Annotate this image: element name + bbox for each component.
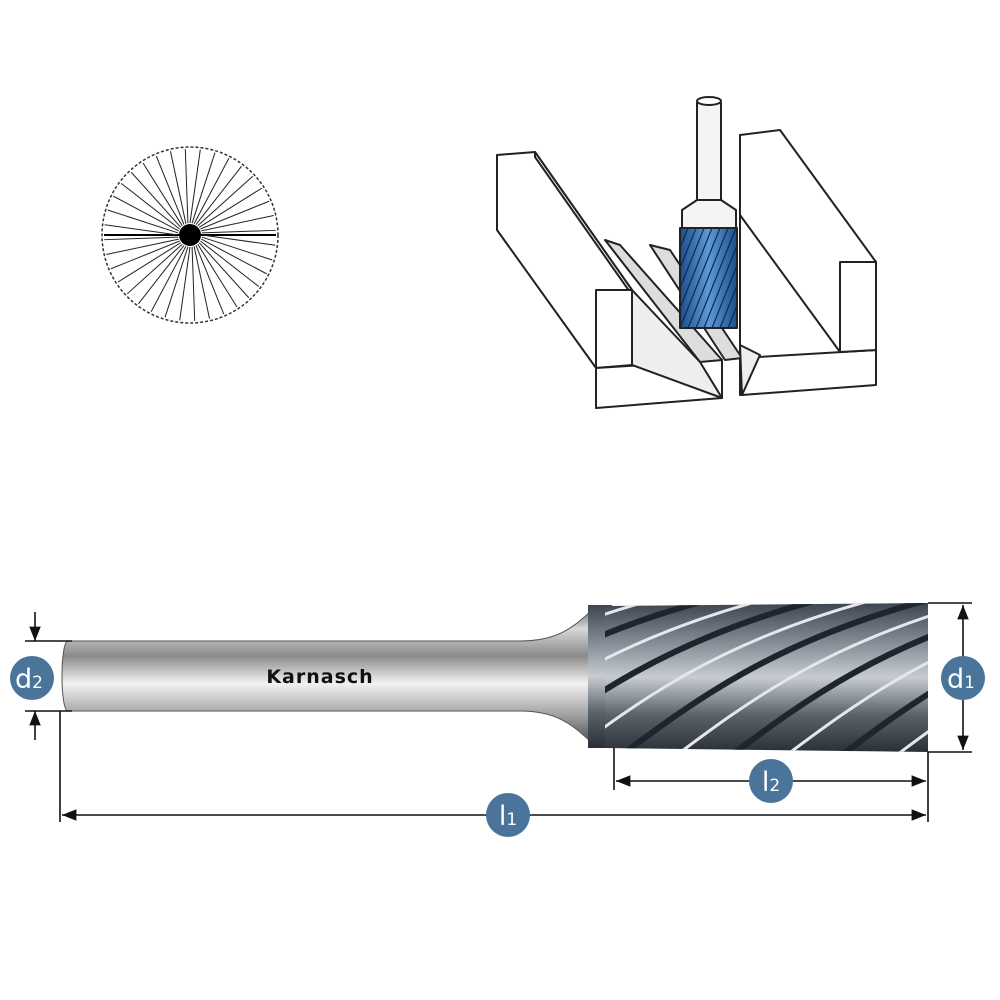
cross-section-view <box>101 146 279 324</box>
radial-tooth <box>117 242 182 283</box>
radial-tooth <box>200 240 260 288</box>
flute <box>605 603 826 752</box>
radial-tooth <box>195 165 243 225</box>
radial-tooth <box>179 246 191 321</box>
flute <box>669 603 928 752</box>
radial-tooth <box>201 214 274 232</box>
flute-line <box>719 283 737 328</box>
flute-line <box>687 228 729 328</box>
application-illustration <box>496 96 877 409</box>
radial-tooth <box>104 236 179 241</box>
radial-tooth <box>201 234 276 246</box>
carbide-burr: Karnasch <box>61 603 928 752</box>
flute-line <box>680 228 713 310</box>
radial-tooth <box>200 200 270 230</box>
flute-line <box>695 228 737 328</box>
svg-text:l1: l1 <box>499 801 517 832</box>
flute <box>889 603 928 752</box>
radial-tooth <box>142 162 183 227</box>
radial-tooth <box>126 243 183 295</box>
radial-tooth <box>191 246 196 321</box>
radial-tooth <box>110 240 180 270</box>
flute <box>605 603 771 752</box>
badge-d2: d2 <box>10 656 54 700</box>
flute <box>613 603 928 752</box>
flute-line <box>680 228 705 290</box>
svg-text:d2: d2 <box>15 664 43 695</box>
radial-tooth <box>130 171 182 228</box>
flute <box>605 603 716 752</box>
badge-l2: l2 <box>749 759 793 803</box>
helical-flutes <box>605 603 928 752</box>
radial-tooth <box>104 224 179 236</box>
flute-line <box>680 228 697 270</box>
radial-tooth <box>169 151 187 224</box>
radial-tooth <box>198 242 250 299</box>
flute <box>605 603 881 752</box>
radial-tooth <box>120 182 180 230</box>
radial-tooth <box>197 175 254 227</box>
radial-tooth <box>195 245 225 315</box>
svg-text:l2: l2 <box>762 767 780 798</box>
radial-tooth <box>150 246 187 312</box>
flute-line <box>703 243 737 328</box>
radial-tooth <box>137 245 185 305</box>
radial-tooth <box>193 246 211 319</box>
flute <box>723 603 928 752</box>
radial-tooth <box>184 149 189 224</box>
flute-line <box>680 228 689 250</box>
radial-tooth <box>164 246 189 318</box>
flute-line <box>680 228 721 328</box>
flute-line <box>727 303 737 328</box>
brand-logo: Karnasch <box>266 666 373 688</box>
radial-tooth <box>201 238 267 275</box>
badge-l1: l1 <box>486 793 530 837</box>
radial-tooth <box>106 238 179 256</box>
radial-tooth <box>201 229 276 234</box>
radial-tooth <box>191 152 216 224</box>
radial-tooth <box>193 158 230 224</box>
radial-tooth <box>113 195 179 232</box>
radial-tooth <box>189 149 201 224</box>
radial-tooth <box>155 155 185 225</box>
radial-tooth <box>197 243 238 308</box>
radial-tooth <box>107 209 179 234</box>
flute <box>833 603 928 752</box>
radial-tooth <box>198 187 263 228</box>
svg-text:d1: d1 <box>947 664 975 695</box>
shank <box>61 607 601 746</box>
flute-line <box>711 263 737 328</box>
cutting-head <box>605 603 928 752</box>
flute <box>779 603 928 752</box>
badge-d1: d1 <box>941 656 985 700</box>
radial-tooth <box>201 236 273 261</box>
